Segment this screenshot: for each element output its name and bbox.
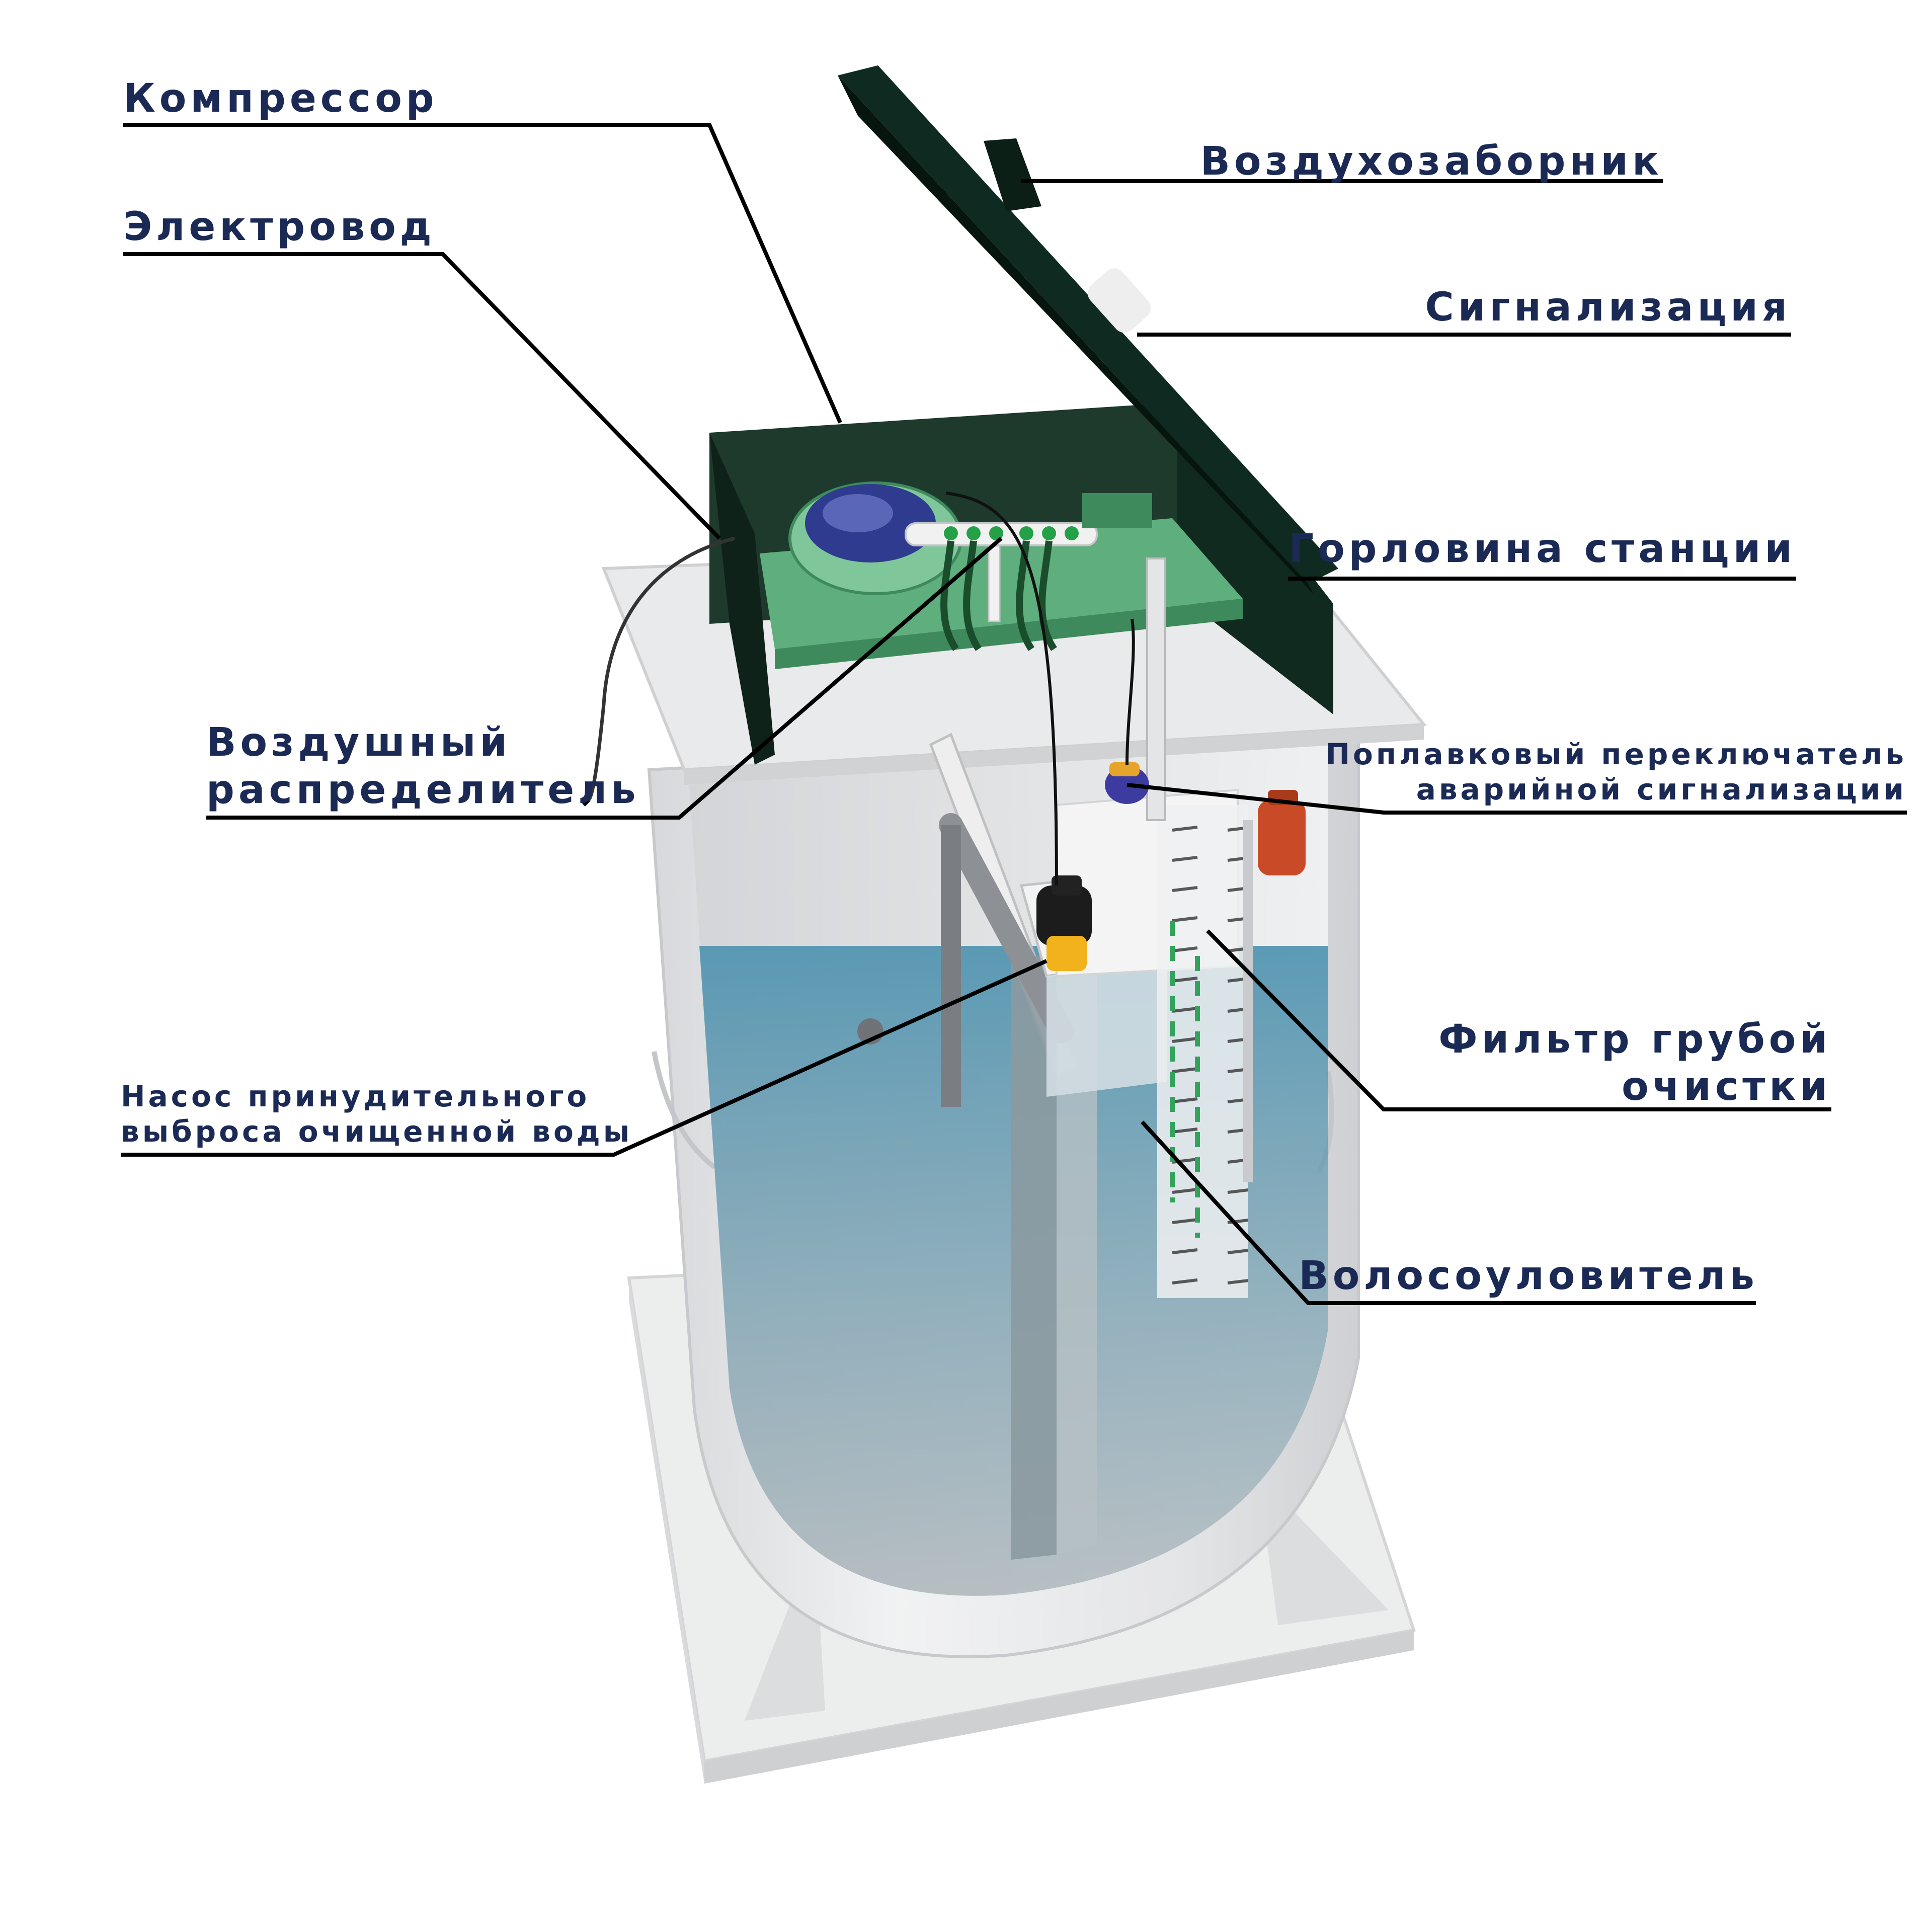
discharge-pipe <box>857 813 1074 1107</box>
air-distributor <box>905 493 1152 651</box>
leader-filtr <box>1206 929 1831 1111</box>
leader-elektrovod-cable <box>582 798 590 807</box>
label-nasos-line1: Насос принудительного <box>121 1079 590 1113</box>
compressor-icon <box>788 481 962 595</box>
leader-vozdushny <box>206 536 1003 820</box>
label-vozduhozabornik: Воздухозаборник <box>1200 139 1663 184</box>
leader-kompressor <box>123 123 842 424</box>
label-elektrovod: Электровод <box>123 204 436 250</box>
label-signalizaciya: Сигнализация <box>1425 285 1791 330</box>
label-filtr: Фильтр грубой очистки <box>1438 1016 1831 1110</box>
label-filtr-line2: очистки <box>1622 1064 1831 1109</box>
leader-poplavok <box>1126 783 1907 815</box>
label-gorlovina: Горловина станции <box>1289 526 1796 572</box>
pump-icon <box>1036 875 1092 971</box>
power-cable <box>587 536 735 801</box>
label-vozdushny-line2: распределитель <box>206 767 640 813</box>
label-poplavok: Поплавковый переключатель аварийной сигн… <box>1325 737 1907 807</box>
airlift-pipe <box>1146 557 1166 821</box>
label-vozdushny-raspredelitel: Воздушный распределитель <box>206 719 640 814</box>
label-filtr-line1: Фильтр грубой <box>1438 1017 1831 1062</box>
label-nasos-line2: выброса очищенной воды <box>121 1114 633 1149</box>
pump-cable <box>945 492 1058 886</box>
label-nasos: Насос принудительного выброса очищенной … <box>121 1079 632 1149</box>
label-kompressor: Компрессор <box>123 76 438 121</box>
label-poplavok-line1: Поплавковый переключатель <box>1325 737 1907 771</box>
leader-lines <box>121 123 1907 1305</box>
label-vozdushny-line1: Воздушный <box>206 720 512 765</box>
leader-nasos <box>121 959 1048 1157</box>
leader-elektrovod <box>123 252 721 540</box>
coarse-filter <box>1157 805 1253 1298</box>
label-volosoulovitel: Волосоуловитель <box>1299 1253 1758 1299</box>
leader-volosoulovitel <box>1141 1120 1756 1305</box>
label-poplavok-line2: аварийной сигнализации <box>1416 772 1907 807</box>
station-lid <box>838 65 1338 594</box>
